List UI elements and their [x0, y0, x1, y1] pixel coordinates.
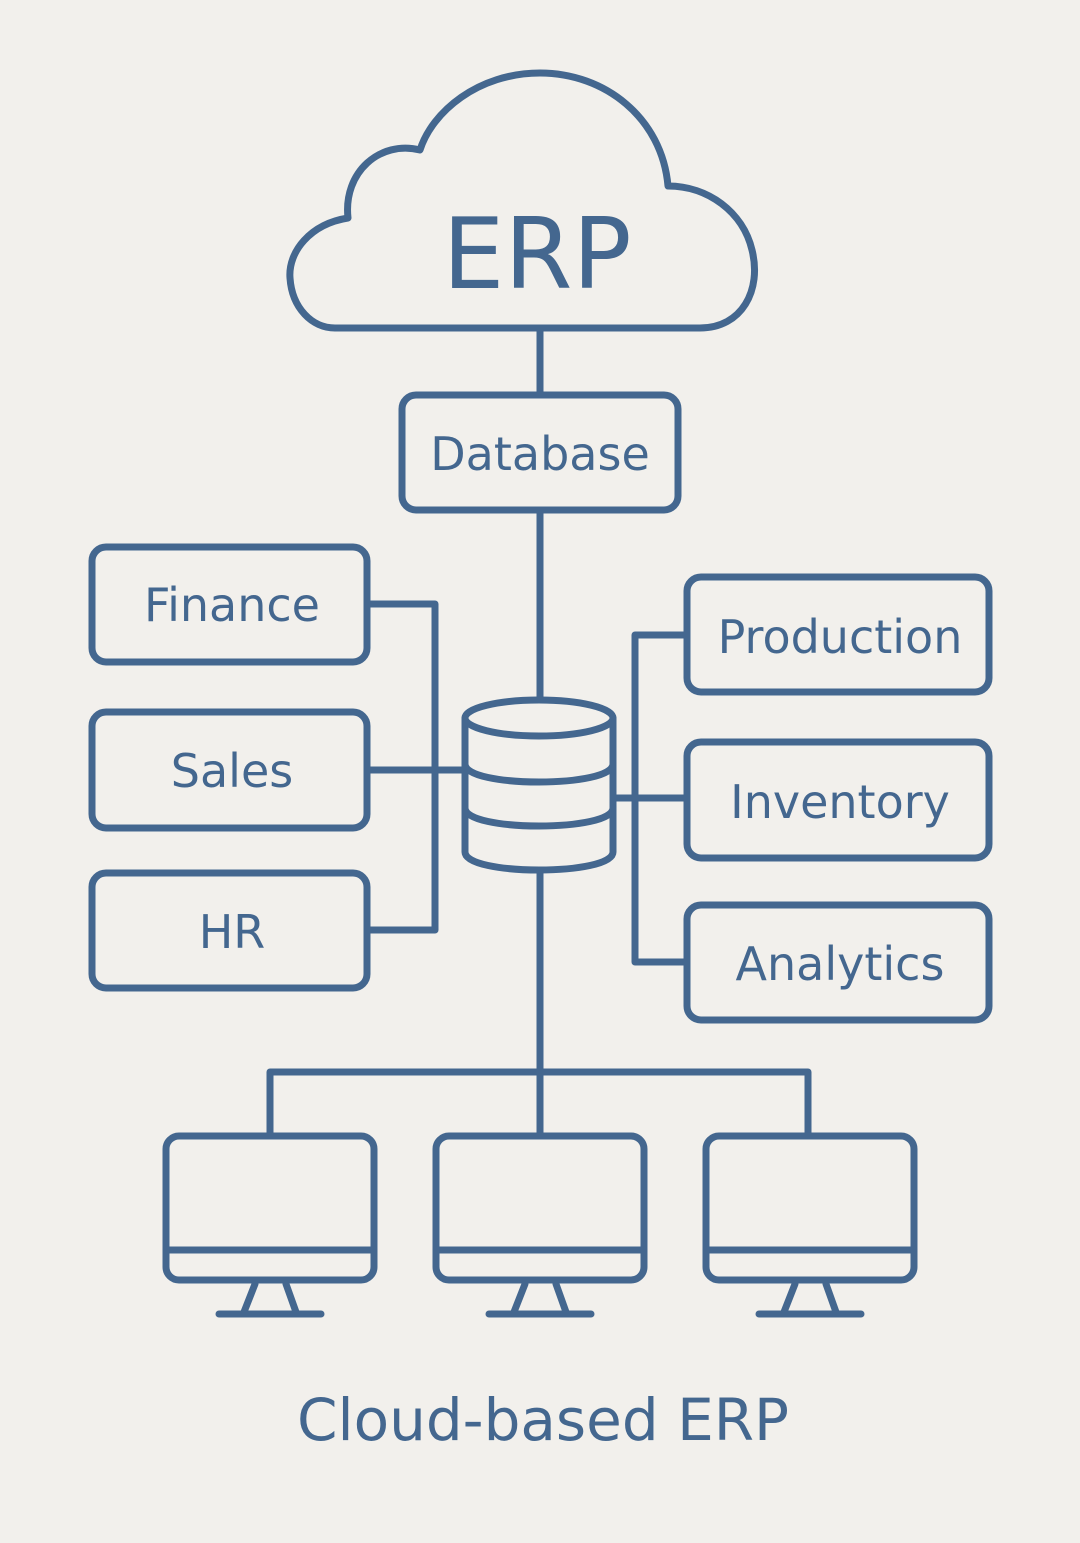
database-cylinder-icon [461, 696, 617, 874]
connectors [266, 326, 812, 1140]
database-label: Database [430, 427, 650, 481]
cloud-label: ERP [442, 198, 631, 312]
finance-label: Finance [144, 578, 320, 632]
inventory-label: Inventory [730, 775, 950, 829]
module-finance: Finance [88, 543, 371, 666]
database-box: Database [398, 391, 682, 514]
module-sales: Sales [88, 708, 371, 832]
cloud-node: ERP [286, 69, 759, 332]
clients-bus [266, 1068, 812, 1140]
sales-label: Sales [171, 744, 293, 798]
production-label: Production [718, 610, 963, 664]
caption: Cloud-based ERP [297, 1386, 789, 1454]
module-analytics: Analytics [683, 901, 993, 1024]
analytics-label: Analytics [736, 937, 945, 991]
cloud-icon [286, 69, 759, 332]
computer-monitor-icon [432, 1132, 648, 1318]
module-production: Production [683, 573, 993, 696]
hr-label: HR [199, 905, 266, 959]
module-hr: HR [88, 869, 371, 992]
module-inventory: Inventory [683, 738, 993, 862]
computer-monitor-icon [162, 1132, 378, 1318]
computer-monitor-icon [702, 1132, 918, 1318]
